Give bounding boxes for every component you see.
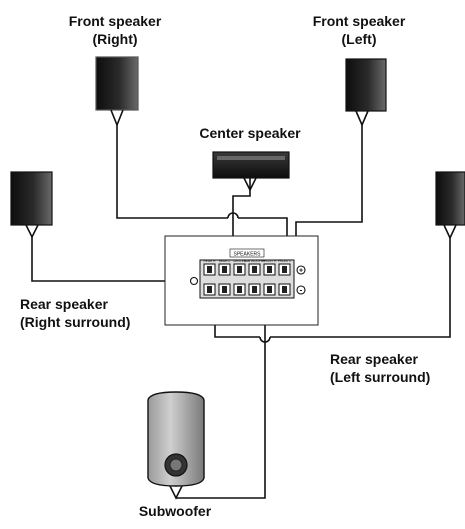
terminal-screw-4-minus [267,286,272,293]
polarity-plus-marker [296,265,306,275]
terminal-label-0: REAR R [203,259,216,263]
terminal-label-5: FRONT L [278,259,292,263]
subwoofer [147,391,205,500]
terminal-screw-2-minus [237,286,242,293]
rear-right-speaker [10,171,53,239]
terminal-screw-0-minus [207,286,212,293]
front-right-label: Front speaker (Right) [50,12,180,48]
polarity-minus-marker [296,285,306,295]
terminal-label-3: SUB WOOFER [244,259,266,263]
terminal-label-4: FRONT R [262,259,277,263]
rear-right-label-line2: (Right surround) [20,314,131,330]
polarity-plus-label: + [299,268,303,275]
wire-subwoofer [176,300,266,499]
wire-center [232,178,251,265]
terminal-screw-3-plus [252,266,257,273]
terminal-label-2: CENTER [233,259,247,263]
terminal-posts [203,263,291,296]
wire-rear-left [270,238,451,338]
terminal-screw-4-plus [267,266,272,273]
wire-entry-marker [189,276,199,286]
polarity-minus-label: - [300,286,303,295]
front-right-label-line2: (Right) [92,31,138,47]
front-right-label-line1: Front speaker [68,13,162,29]
center-label: Center speaker [199,125,301,141]
rear-right-label: Rear speaker (Right surround) [20,295,130,331]
front-left-label: Front speaker (Left) [294,12,424,48]
wire-rear-right [31,237,196,282]
terminal-header: SPEAKERS [234,252,262,258]
front-left-speaker [345,58,387,128]
terminal-screw-2-plus [237,266,242,273]
terminal-screw-1-plus [222,266,227,273]
front-left-label-line1: Front speaker [312,13,406,29]
terminal-screw-3-minus [252,286,257,293]
center-speaker [212,151,290,192]
rear-left-label-line2: (Left surround) [330,369,431,385]
front-left-label-line2: (Left) [341,31,377,47]
rear-left-label-line1: Rear speaker [330,351,418,367]
terminal-screw-5-plus [282,266,287,273]
terminal-screw-1-minus [222,286,227,293]
terminal-screw-5-minus [282,286,287,293]
rear-left-speaker [435,171,465,240]
speaker-wires [31,125,451,499]
terminal-header-box [229,248,265,258]
front-right-speaker [95,56,139,128]
rear-right-label-line1: Rear speaker [20,296,108,312]
rear-left-label: Rear speaker (Left surround) [330,350,430,386]
terminal-screw-0-plus [207,266,212,273]
subwoofer-label: Subwoofer [138,503,212,519]
terminal-label-1: REAR L [219,259,231,263]
wire-front-right [116,125,228,219]
